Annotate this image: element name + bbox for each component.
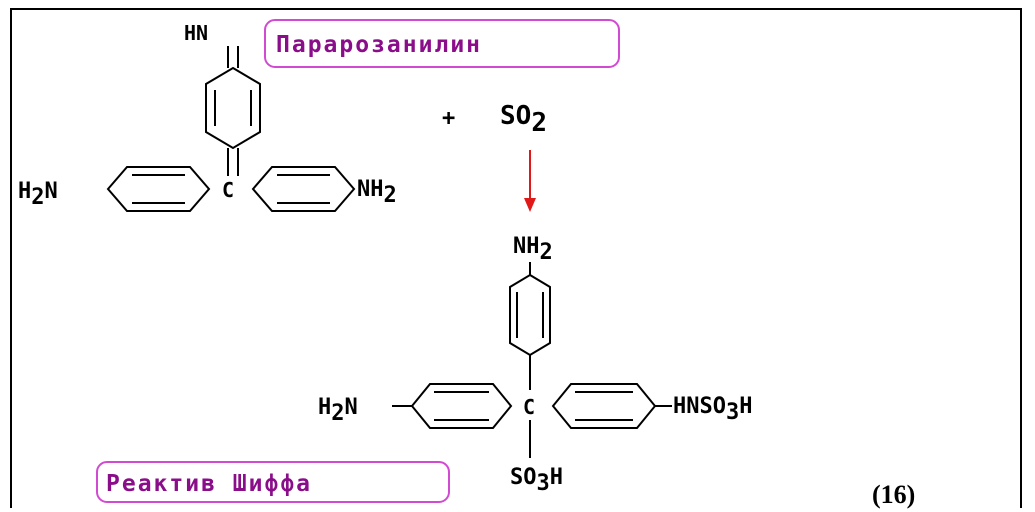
reactant-right-amine: NH2 — [357, 177, 397, 208]
product-central-carbon: C — [523, 395, 535, 419]
figure-frame — [10, 8, 1022, 508]
reactant-left-ring — [106, 166, 211, 212]
reactant-name-label: Парарозанилин — [276, 32, 482, 58]
reactant-right-ring — [251, 166, 356, 212]
reactant-name-box — [264, 19, 620, 68]
product-left-ring — [410, 383, 513, 429]
product-right-ring — [551, 383, 657, 429]
equation-number: (16) — [872, 480, 915, 509]
reagent-sulfur-dioxide: SO2 — [500, 101, 547, 138]
reaction-arrow — [524, 150, 536, 212]
plus-sign: + — [442, 106, 455, 131]
reactant-central-carbon: C — [222, 178, 234, 202]
reactant-structure — [106, 46, 356, 212]
product-top-amine: NH2 — [513, 234, 553, 265]
product-structure — [392, 262, 672, 458]
reactant-imine-group: HN — [184, 21, 208, 45]
product-name-label: Реактив Шиффа — [106, 471, 312, 497]
product-sulfonic-group: SO3H — [510, 465, 563, 496]
reactant-left-amine: H2N — [18, 179, 58, 210]
reactant-top-ring — [205, 66, 261, 150]
product-right-sulfamic-group: HNSO3H — [673, 394, 752, 425]
product-name-box — [96, 461, 450, 503]
product-left-amine: H2N — [318, 395, 358, 426]
